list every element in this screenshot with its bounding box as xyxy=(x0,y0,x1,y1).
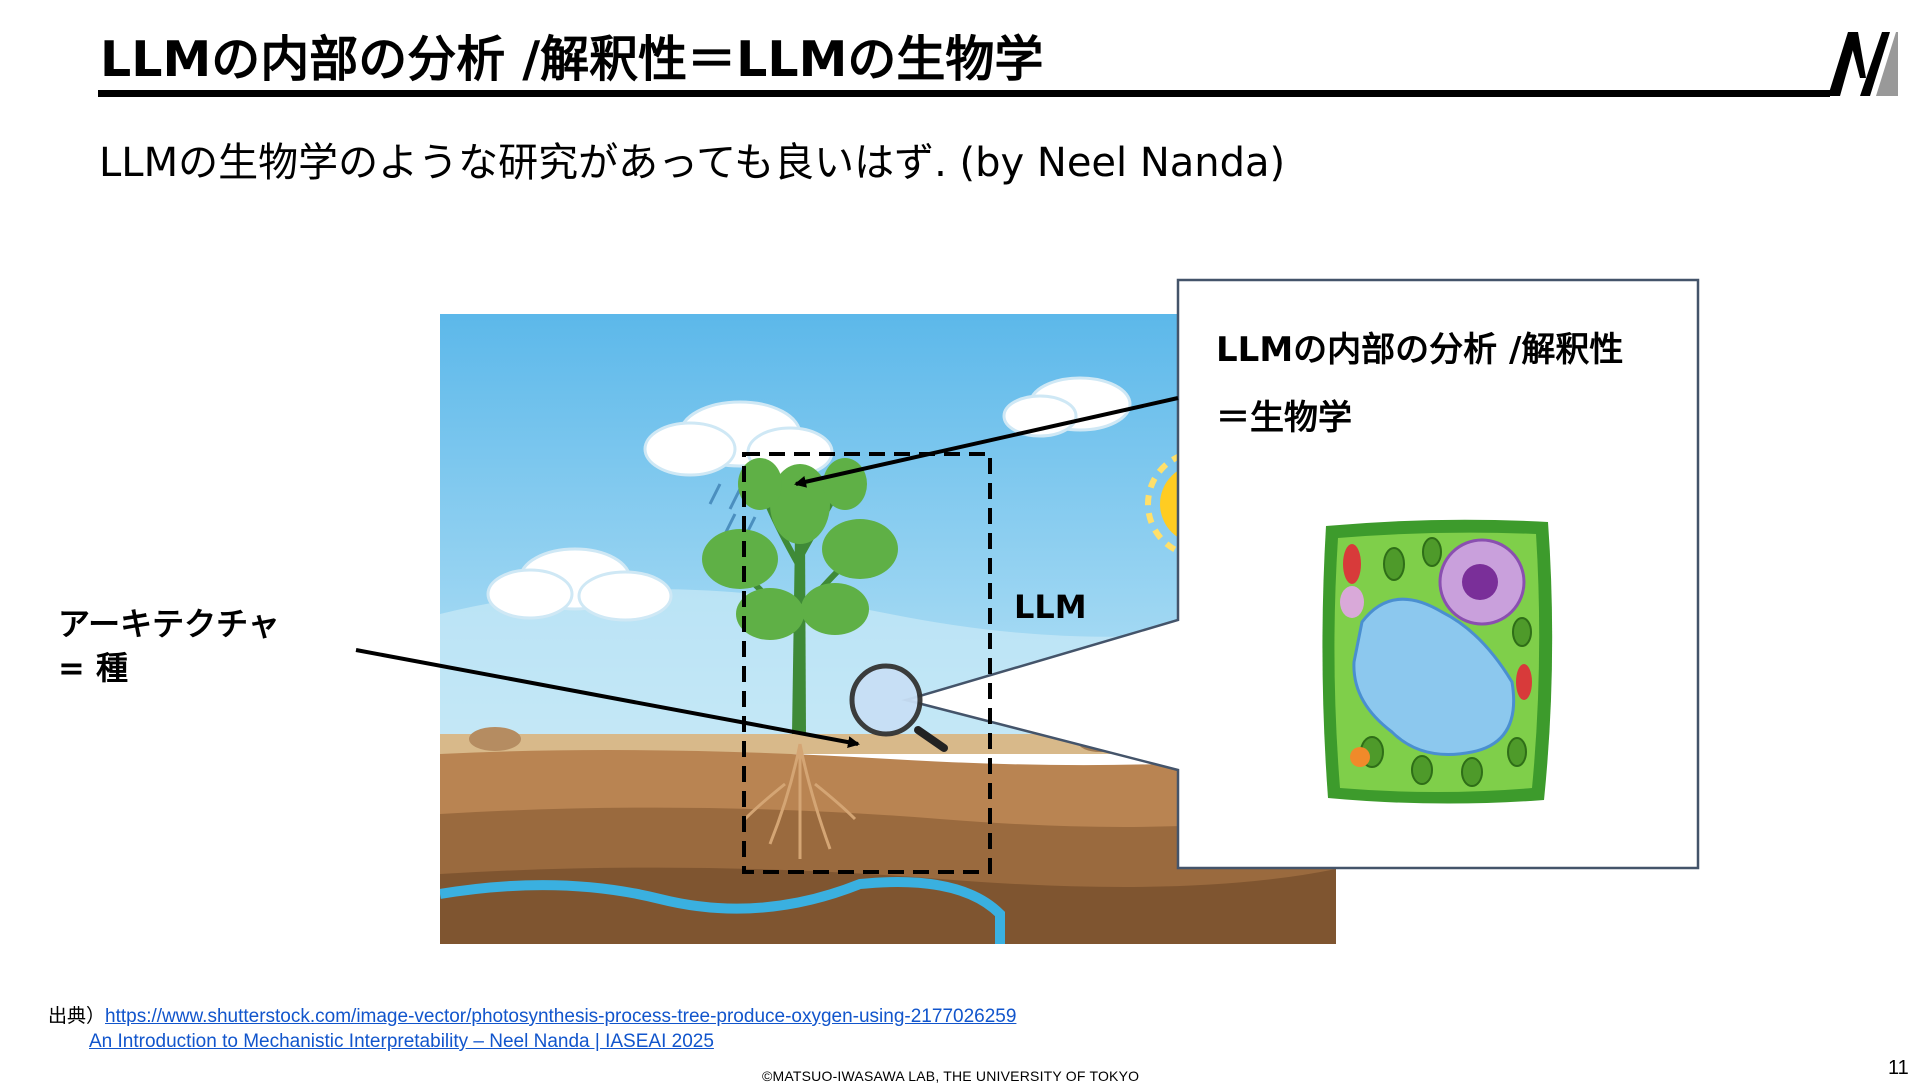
slide-subtitle: LLMの生物学のような研究があっても良いはず. (by Neel Nanda) xyxy=(99,138,1285,188)
llm-label: LLM xyxy=(1014,588,1087,626)
page-number: 11 xyxy=(1888,1057,1909,1080)
title-underline xyxy=(98,90,1830,97)
callout-subheading: ＝生物学 xyxy=(1216,398,1352,438)
nature-scene-image xyxy=(440,314,1336,944)
callout-heading: LLMの内部の分析 /解釈性 xyxy=(1216,330,1623,370)
source-line-1: 出典）https://www.shutterstock.com/image-ve… xyxy=(48,1004,1016,1029)
lab-logo-icon xyxy=(1826,28,1898,98)
architecture-label-line2: = 種 xyxy=(58,646,280,690)
architecture-label: アーキテクチャ = 種 xyxy=(58,602,280,690)
shutterstock-link[interactable]: https://www.shutterstock.com/image-vecto… xyxy=(105,1006,1016,1027)
architecture-label-line1: アーキテクチャ xyxy=(58,602,280,646)
source-prefix: 出典） xyxy=(48,1006,105,1027)
source-line-2: An Introduction to Mechanistic Interpret… xyxy=(48,1029,1016,1054)
copyright-footer: ©MATSUO-IWASAWA LAB, THE UNIVERSITY OF T… xyxy=(762,1068,1139,1084)
slide-title: LLMの内部の分析 /解釈性＝LLMの生物学 xyxy=(100,30,1830,90)
plant-cell-icon xyxy=(1312,512,1562,810)
neel-nanda-talk-link[interactable]: An Introduction to Mechanistic Interpret… xyxy=(89,1031,714,1052)
source-citations: 出典）https://www.shutterstock.com/image-ve… xyxy=(48,1004,1016,1054)
